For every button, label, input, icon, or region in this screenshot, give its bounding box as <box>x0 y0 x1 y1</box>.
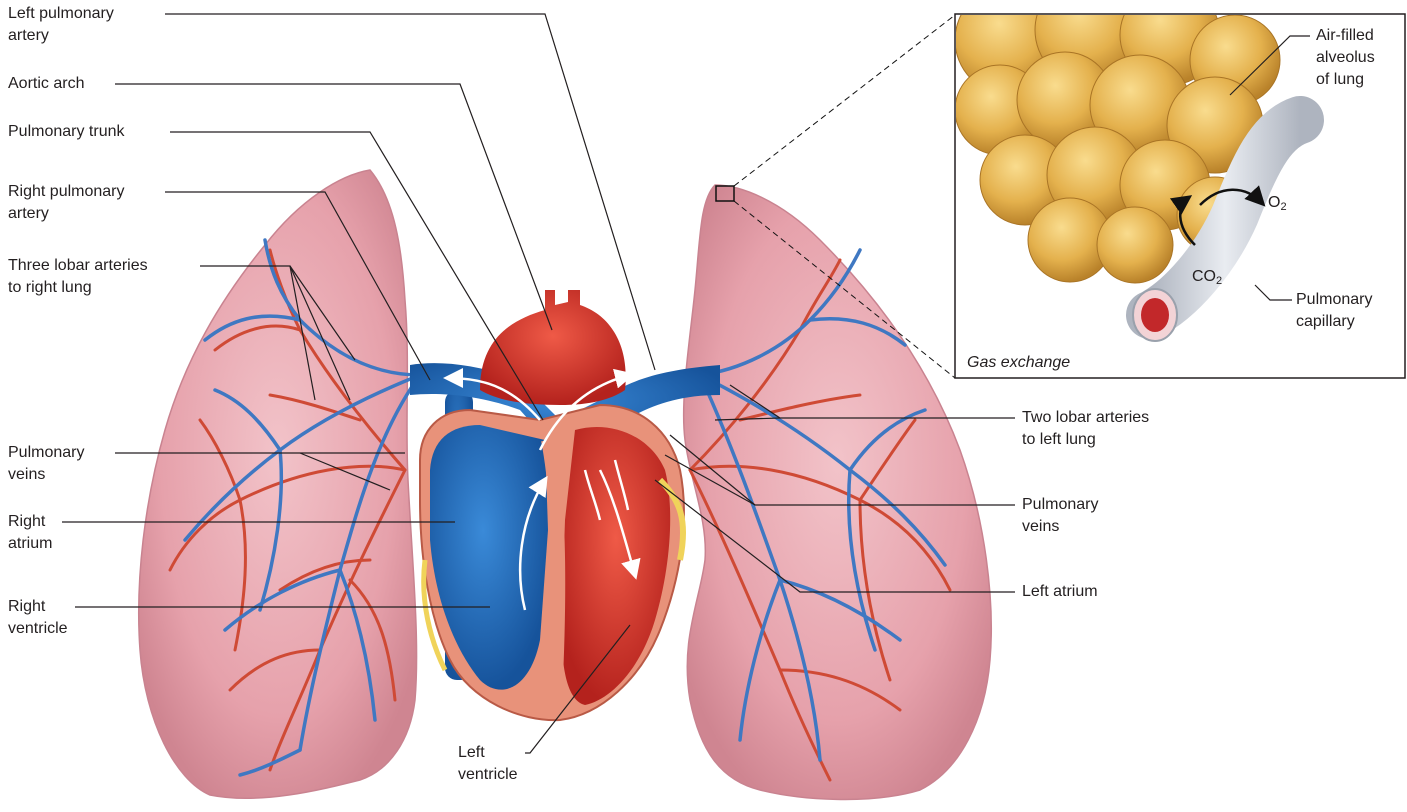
label-carbon-dioxide: CO2 <box>1192 266 1222 288</box>
label-oxygen: O2 <box>1268 192 1287 214</box>
inset-caption: Gas exchange <box>967 352 1070 374</box>
label-aortic-arch: Aortic arch <box>8 73 84 95</box>
right-lung <box>139 170 420 798</box>
left-chambers <box>562 427 671 705</box>
heart <box>410 290 720 720</box>
label-pulmonary-trunk: Pulmonary trunk <box>8 121 125 143</box>
left-lung <box>684 185 992 799</box>
label-left-atrium: Left atrium <box>1022 581 1098 603</box>
